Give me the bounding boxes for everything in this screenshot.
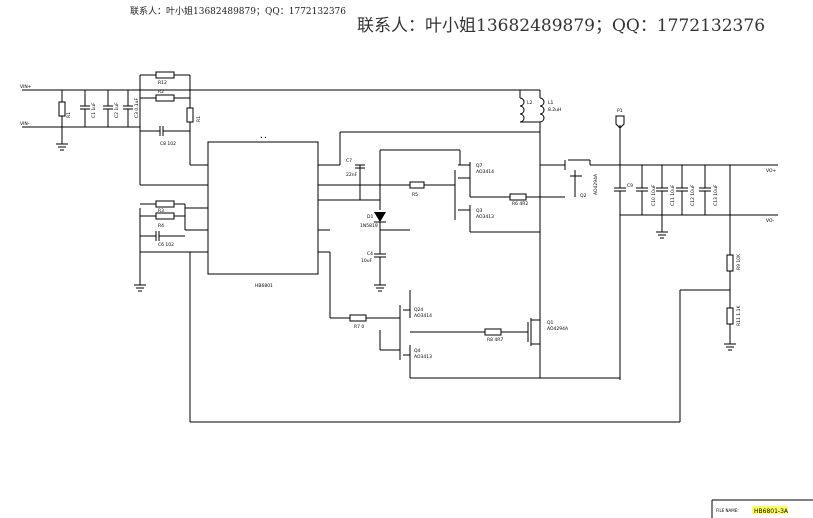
r8-label: R8 4R7 xyxy=(487,337,503,343)
l2-label: L2 xyxy=(527,100,533,106)
q7-value: AO3414 xyxy=(476,169,494,175)
c10-label: C10 10uF xyxy=(651,184,657,206)
r5-label: R5 xyxy=(412,192,418,198)
title-block: FILE NAME: HB6801-3A xyxy=(711,499,813,518)
l1-value: 8.2uH xyxy=(548,107,561,113)
file-name-value: HB6801-3A xyxy=(754,508,789,515)
l1-label: L1 xyxy=(548,100,554,106)
c7-value: 22nF xyxy=(346,172,358,178)
c3-label: C3 0.1uF xyxy=(134,98,140,118)
contact-info-large: 联系人：叶小姐13682489879；QQ：1772132376 xyxy=(357,16,766,36)
low-side-driver: R7 0 Q24 AO3414 Q4 AO3413 R8 4R7 Q1 AO42… xyxy=(329,252,620,379)
r4-label: R4 xyxy=(158,223,164,229)
feedback-network: R3 R4 C6 102 xyxy=(134,200,730,423)
vo-minus-label: VO- xyxy=(766,218,775,224)
sense-resistors: R12 R2 R1 C8 102 xyxy=(139,71,208,185)
c4-label: C4 xyxy=(367,251,373,257)
contact-info-small: 联系人：叶小姐13682489879；QQ：1772132376 xyxy=(130,7,347,17)
d1-value: 1N5819 xyxy=(360,223,378,229)
p1-label: P1 xyxy=(617,108,623,114)
c7-label: C7 xyxy=(346,158,352,164)
r7-label: R7 0 xyxy=(354,324,364,330)
input-section: VIN+ VIN- R1 C1 1uF C2 1uF C3 0.1uF xyxy=(20,84,540,151)
c1-label: C1 1uF xyxy=(91,102,97,118)
c8-label: C8 102 xyxy=(160,141,176,147)
q3-value: AO3413 xyxy=(476,214,494,220)
q3-label: Q3 xyxy=(476,208,483,214)
q7-label: Q7 xyxy=(476,163,483,169)
c9-label: C9 xyxy=(627,183,633,189)
bootstrap-section: C7 22nF D1 1N5819 C4 10uF xyxy=(339,131,540,292)
r1-label: R1 xyxy=(66,112,72,118)
vin-plus-label: VIN+ xyxy=(20,84,32,90)
ic-body xyxy=(207,141,319,275)
r2-label: R2 xyxy=(158,89,164,95)
high-side-driver: R5 Q7 AO3414 Q3 AO3413 R6 4R2 xyxy=(409,150,565,233)
q24-value: AO3414 xyxy=(414,313,432,319)
r9-label: R9 10K xyxy=(736,253,742,270)
c6-label: C6 102 xyxy=(158,242,174,248)
q2-value: AO4294A xyxy=(593,173,599,195)
q1-value: AO4294A xyxy=(547,326,569,332)
ic-pin1-mark: • • xyxy=(260,136,267,141)
c11-label: C11 10uF xyxy=(670,184,676,206)
c12-label: C12 10uF xyxy=(690,184,696,206)
r11-label: R11 1.1K xyxy=(736,305,742,326)
vin-minus-label: VIN- xyxy=(20,121,30,127)
r12-label: R12 xyxy=(158,80,167,86)
c13-label: C13 10uF xyxy=(713,184,719,206)
file-name-highlight xyxy=(752,506,788,514)
c2-label: C2 1uF xyxy=(114,102,120,118)
q4-value: AO3413 xyxy=(414,354,432,360)
ic-hb6801: • • HB6801 xyxy=(140,136,410,289)
r3-label: R3 xyxy=(158,208,164,214)
q4-label: Q4 xyxy=(414,348,421,354)
c4-value: 10uF xyxy=(361,258,373,264)
r1-sense-label: R1 xyxy=(196,116,202,122)
vo-plus-label: VO+ xyxy=(766,168,777,174)
q24-label: Q24 xyxy=(414,307,423,313)
file-name-label: FILE NAME: xyxy=(716,508,739,513)
q2-label: Q2 xyxy=(580,193,587,199)
ic-label: HB6801 xyxy=(255,283,273,289)
output-section: VO+ VO- C9 C10 10uF C11 10uF C12 10uF C1… xyxy=(614,164,778,380)
d1-label: D1 xyxy=(367,214,373,220)
r6-label: R6 4R2 xyxy=(512,201,528,207)
q1-label: Q1 xyxy=(547,320,554,326)
d1-diode-symbol xyxy=(374,212,386,222)
power-stage: L2 L1 8.2uH Q2 AO4294A P1 xyxy=(519,90,770,378)
